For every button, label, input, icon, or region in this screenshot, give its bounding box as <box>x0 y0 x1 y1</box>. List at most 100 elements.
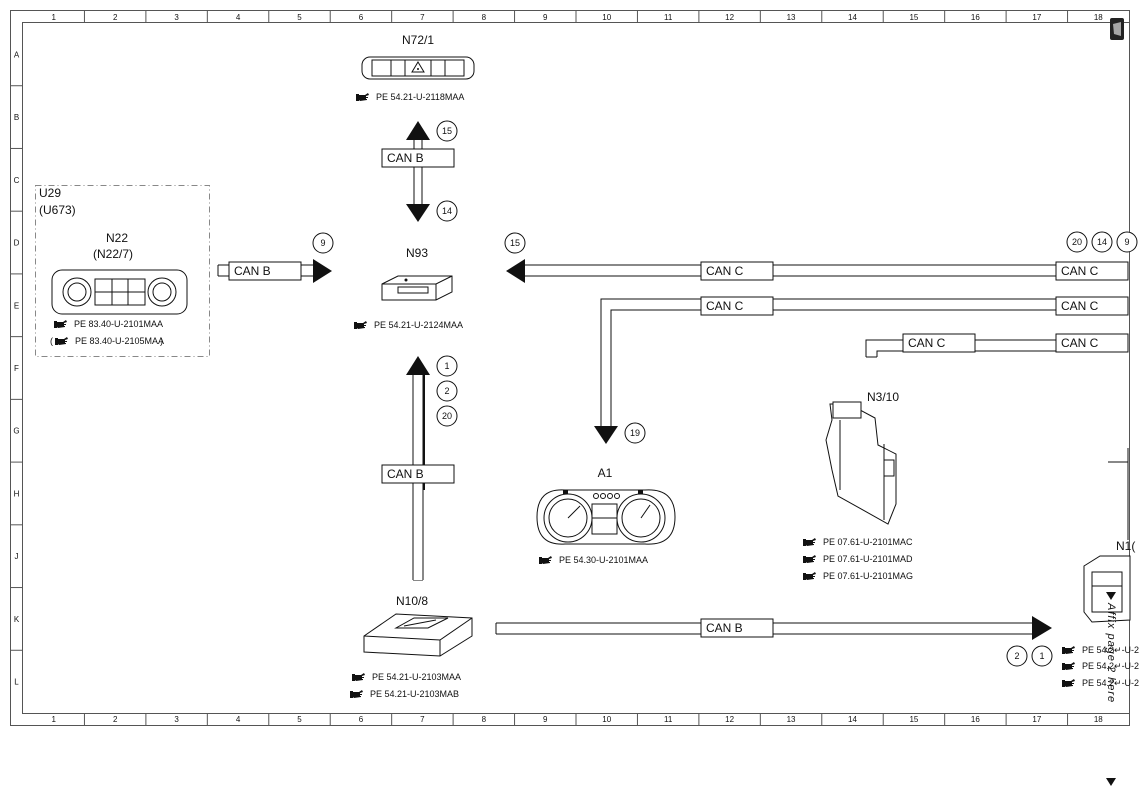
svg-text:2: 2 <box>1014 651 1019 661</box>
gateway-module-icon <box>381 275 453 301</box>
svg-text:): ) <box>160 336 163 346</box>
arrow-down-icon <box>406 204 430 222</box>
pin-marker <box>1066 231 1088 253</box>
u29-label: U29 <box>39 186 61 200</box>
column-number: 14 <box>848 13 857 22</box>
column-number: 17 <box>1032 715 1041 724</box>
row-letter: B <box>14 113 19 122</box>
a1-ref: PE 54.30-U-2101MAA <box>559 555 648 565</box>
hand-ref-icon <box>1062 662 1075 670</box>
n93-ref: PE 54.21-U-2124MAA <box>374 320 463 330</box>
climate-control-panel-icon <box>51 269 188 315</box>
bus-n22-n93: CAN B 9 <box>217 232 334 283</box>
hand-ref-icon <box>350 690 363 698</box>
svg-text:9: 9 <box>320 238 325 248</box>
column-number: 12 <box>725 13 734 22</box>
svg-text:15: 15 <box>510 238 520 248</box>
pin-marker <box>436 405 458 427</box>
triangle-marker-icon <box>1106 592 1116 600</box>
pin-marker <box>1031 645 1053 667</box>
arrow-down-icon <box>594 426 618 444</box>
n72-1-ref: PE 54.21-U-2118MAA <box>376 92 464 102</box>
hand-ref-icon <box>803 572 816 580</box>
column-number: 2 <box>113 13 118 22</box>
svg-text:CAN B: CAN B <box>706 621 743 635</box>
column-number: 12 <box>725 715 734 724</box>
column-number: 16 <box>971 13 980 22</box>
u29-alt-label: (U673) <box>39 203 76 217</box>
n3-10-label: N3/10 <box>867 390 899 404</box>
n3-10-ref-3: PE 07.61-U-2101MAG <box>823 571 913 581</box>
hand-ref-icon <box>1062 646 1075 654</box>
hand-ref-icon <box>54 320 67 328</box>
svg-text:14: 14 <box>1097 237 1107 247</box>
pin-marker <box>436 380 458 402</box>
a1-label: A1 <box>598 466 613 480</box>
component-n10-8: N10/8 PE 54.21-U-2103MAA PE 54.21-U-2103… <box>350 594 473 699</box>
n93-label: N93 <box>406 246 428 260</box>
bus-can-c-2: CAN C CAN C 19 <box>594 296 1129 444</box>
column-number: 17 <box>1032 13 1041 22</box>
column-number: 6 <box>359 13 364 22</box>
hand-ref-icon <box>55 337 68 345</box>
column-number: 16 <box>971 715 980 724</box>
row-letter: F <box>14 364 19 373</box>
svg-text:CAN B: CAN B <box>387 467 424 481</box>
pin-marker <box>436 355 458 377</box>
n72-1-label: N72/1 <box>402 33 434 47</box>
svg-text:1: 1 <box>444 361 449 371</box>
n10-cut-label: N1( <box>1116 539 1135 553</box>
hand-ref-icon <box>354 321 367 329</box>
arrow-up-icon <box>406 356 430 375</box>
hand-ref-icon <box>356 93 369 101</box>
svg-text:CAN C: CAN C <box>1061 336 1099 350</box>
pin-marker <box>312 232 334 254</box>
n22-alt-label: (N22/7) <box>93 247 133 261</box>
column-number: 1 <box>51 715 56 724</box>
column-number: 8 <box>482 13 487 22</box>
svg-text:CAN C: CAN C <box>1061 299 1099 313</box>
pin-marker <box>504 232 526 254</box>
arrow-up-icon <box>406 121 430 140</box>
component-n3-10: N3/10 PE 07.61-U-2101MAC PE 07.61-U-2101… <box>803 390 913 581</box>
n10-cut-ref-3: PE 54.2↵-U-2 <box>1082 678 1139 688</box>
pin-marker <box>1116 231 1138 253</box>
component-n72-1: N72/1 PE 54.21-U-2118MAA <box>356 33 475 102</box>
n10-8-label: N10/8 <box>396 594 428 608</box>
row-letter: D <box>14 239 20 248</box>
svg-text:14: 14 <box>442 206 452 216</box>
n10-cut-ref-1: PE 54.2↵-U-2 <box>1082 645 1139 655</box>
n22-ref-1: PE 83.40-U-2101MAA <box>74 319 163 329</box>
affix-note-text: Affix page 2 here <box>1105 602 1117 703</box>
pin-marker <box>436 200 458 222</box>
column-number: 13 <box>787 13 796 22</box>
hand-ref-icon <box>803 555 816 563</box>
svg-text:CAN B: CAN B <box>234 264 271 278</box>
bus-can-c-1: CAN C CAN C 15 20 14 9 <box>504 231 1138 283</box>
instrument-cluster-icon <box>536 489 676 545</box>
frame <box>10 10 1130 726</box>
svg-text:CAN C: CAN C <box>908 336 946 350</box>
bus-n108-n93: CAN B 1 2 20 <box>381 355 458 581</box>
svg-text:19: 19 <box>630 428 640 438</box>
svg-text:CAN C: CAN C <box>706 299 744 313</box>
column-number: 11 <box>664 13 673 22</box>
affix-note: Affix page 2 here <box>1105 592 1117 786</box>
arrow-left-icon <box>506 259 525 283</box>
n3-10-ref-1: PE 07.61-U-2101MAC <box>823 537 913 547</box>
svg-text:(: ( <box>50 336 53 346</box>
column-number: 11 <box>664 715 673 724</box>
triangle-marker-icon <box>1106 778 1116 786</box>
can-b-label: CAN B <box>387 151 424 165</box>
arrow-right-icon <box>1032 616 1052 640</box>
column-number: 5 <box>297 715 302 724</box>
svg-text:9: 9 <box>1124 237 1129 247</box>
column-number: 10 <box>602 13 611 22</box>
svg-text:CAN C: CAN C <box>1061 264 1099 278</box>
svg-text:20: 20 <box>1072 237 1082 247</box>
hand-ref-icon <box>1062 679 1075 687</box>
